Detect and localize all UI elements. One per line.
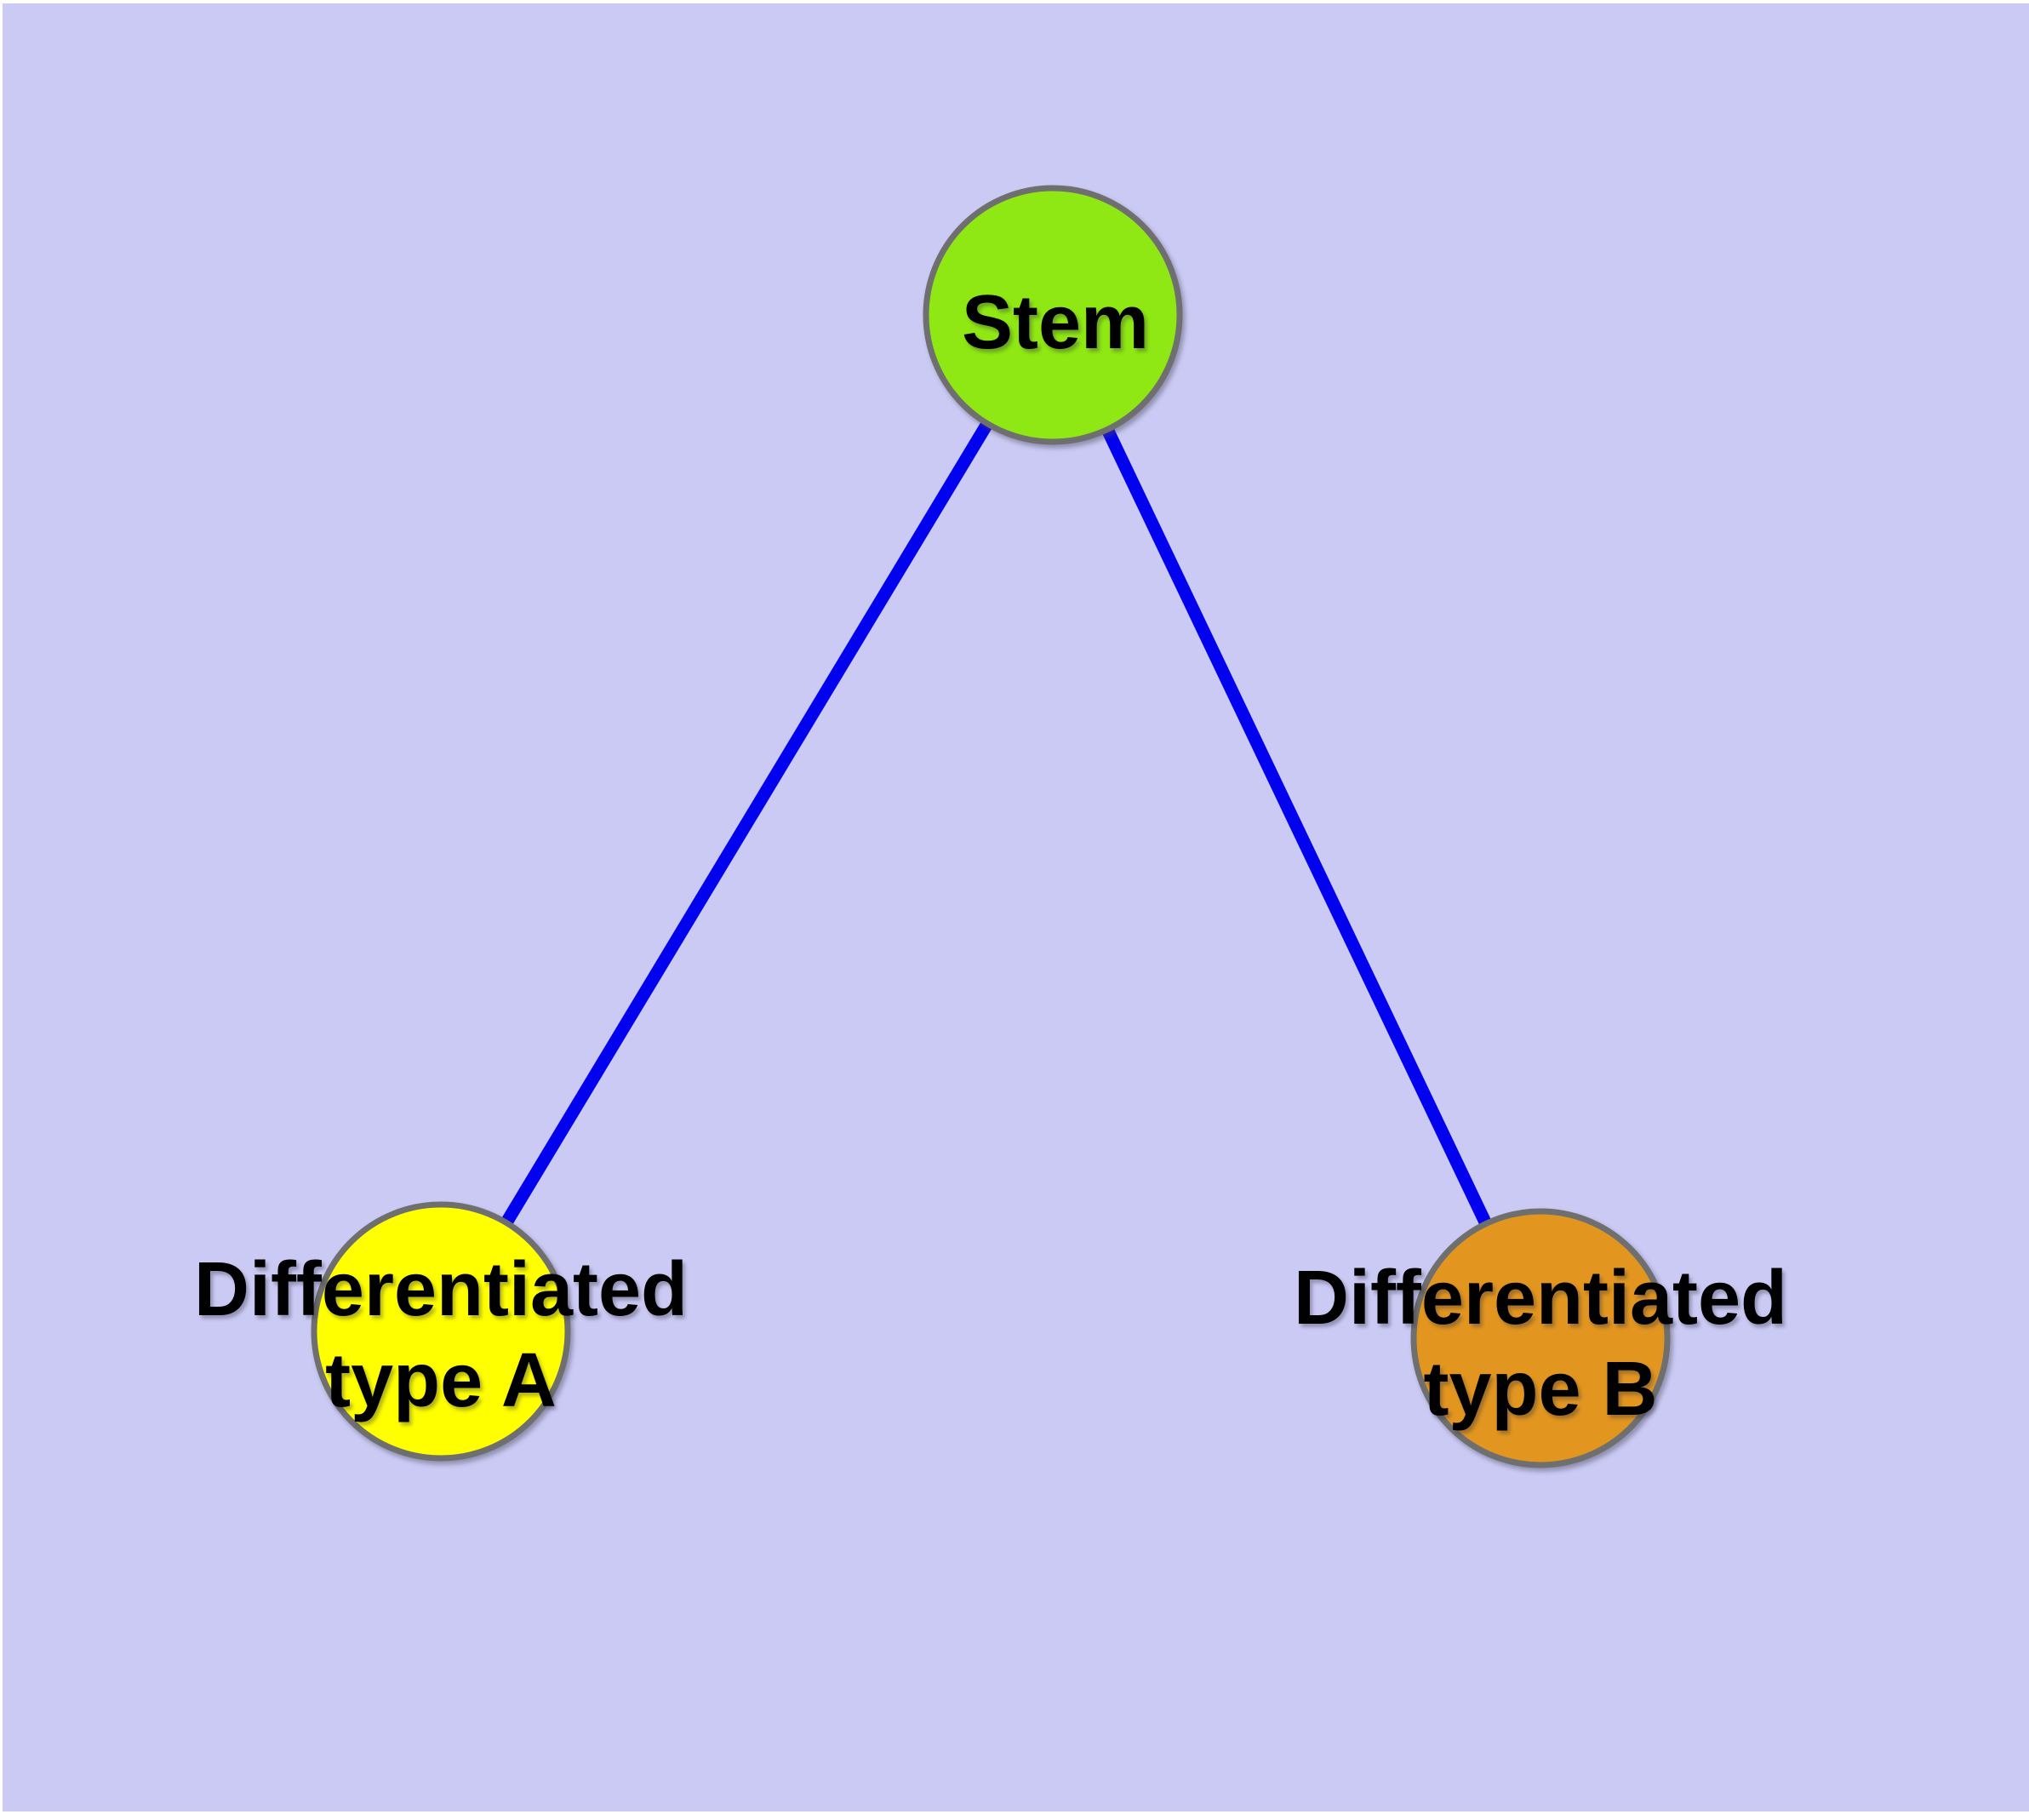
edge-stem-to-type-b bbox=[1047, 312, 1546, 1342]
node-differentiated-type-a-label-line1: Differentiated bbox=[194, 1247, 688, 1332]
node-differentiated-type-b: Differentiated type B bbox=[1294, 1208, 1787, 1468]
node-stem-circle[interactable] bbox=[923, 185, 1183, 445]
edge-stem-to-type-a bbox=[435, 312, 1059, 1335]
node-stem-label: Stem bbox=[962, 280, 1149, 365]
node-differentiated-type-a-circle[interactable] bbox=[311, 1201, 571, 1462]
node-differentiated-type-b-label-line2: type B bbox=[1423, 1347, 1657, 1432]
node-differentiated-type-b-label-line1: Differentiated bbox=[1294, 1256, 1787, 1341]
node-differentiated-type-a: Differentiated type A bbox=[194, 1201, 688, 1462]
node-stem: Stem bbox=[923, 185, 1183, 445]
node-differentiated-type-a-label-line2: type A bbox=[325, 1338, 557, 1423]
node-differentiated-type-b-circle[interactable] bbox=[1410, 1208, 1671, 1468]
